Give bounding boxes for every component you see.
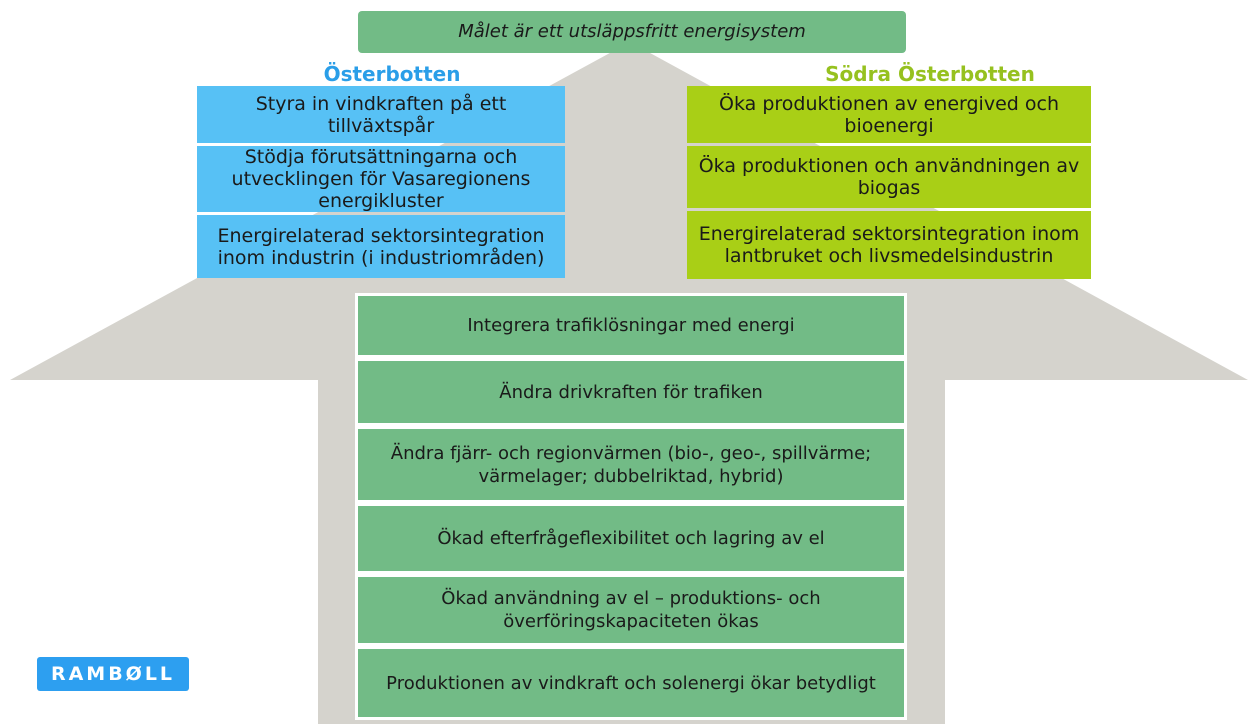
left-item: Stödja förutsättningarna och utvecklinge… [197, 146, 565, 212]
center-item: Produktionen av vindkraft och solenergi … [355, 646, 907, 720]
center-item: Ändra drivkraften för trafiken [355, 358, 907, 426]
center-item: Integrera trafiklösningar med energi [355, 293, 907, 358]
center-item: Ändra fjärr- och regionvärmen (bio-, geo… [355, 426, 907, 503]
region-title-osterbotten: Österbotten [323, 62, 461, 86]
region-title-sodra-osterbotten: Södra Österbotten [825, 62, 1035, 86]
goal-box: Målet är ett utsläppsfritt energisystem [358, 11, 906, 53]
right-item: Öka produktionen av energived och bioene… [687, 86, 1091, 143]
left-item: Styra in vindkraften på ett tillväxtspår [197, 86, 565, 143]
center-item: Ökad efterfrågeflexibilitet och lagring … [355, 503, 907, 574]
right-item: Energirelaterad sektorsintegration inom … [687, 211, 1091, 279]
center-item: Ökad användning av el – produktions- och… [355, 574, 907, 646]
right-item: Öka produktionen och användningen av bio… [687, 146, 1091, 208]
left-item: Energirelaterad sektorsintegration inom … [197, 215, 565, 278]
ramboll-logo: RAMBØLL [37, 657, 189, 691]
